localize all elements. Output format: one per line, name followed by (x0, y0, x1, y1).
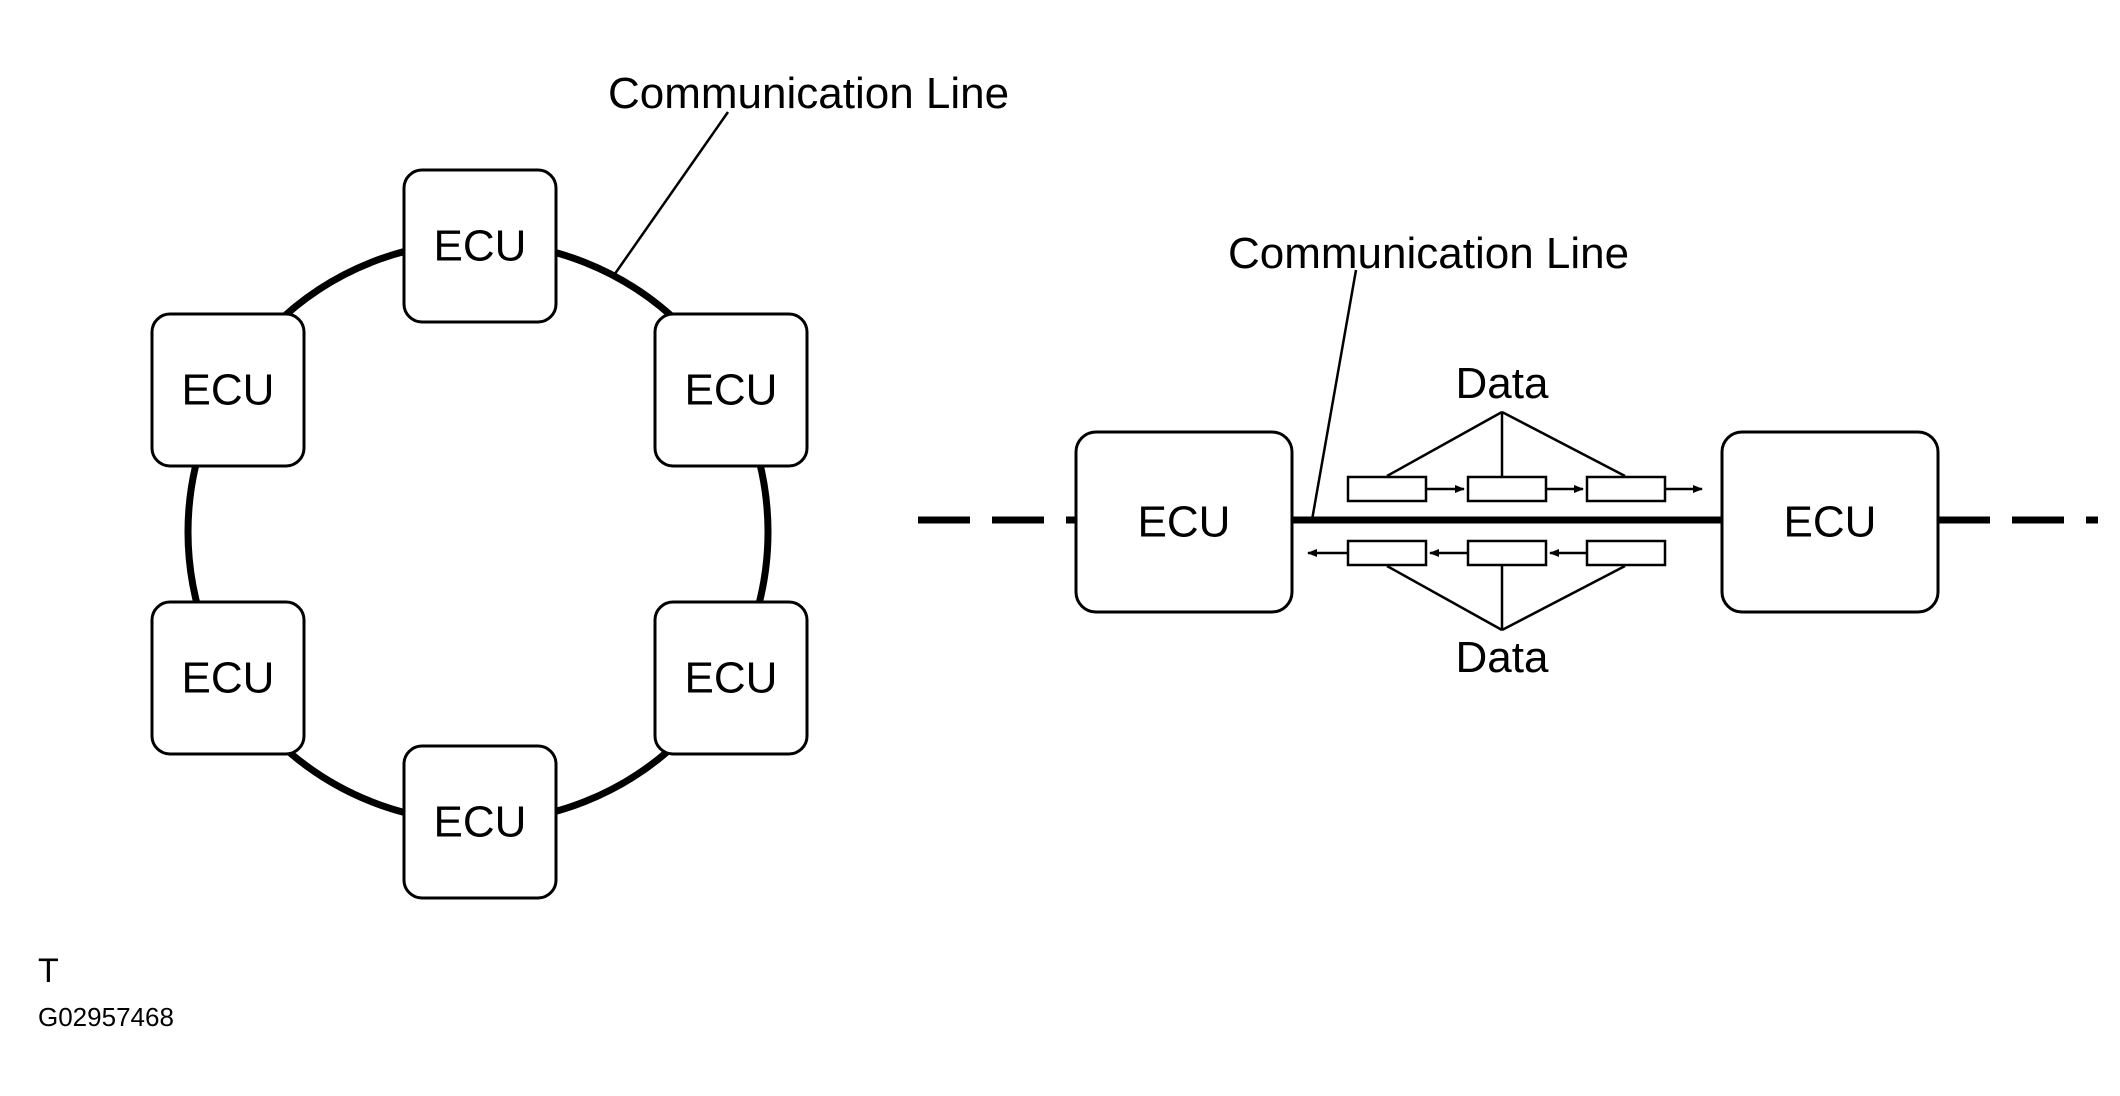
figure-id: G02957468 (38, 1002, 174, 1032)
data-fan-line (1501, 564, 1626, 632)
ecu-label: ECU (182, 366, 275, 415)
ecu-label: ECU (685, 366, 778, 415)
ring-ecu-upper-right: ECU (653, 312, 809, 468)
data-label-top: Data (1456, 359, 1549, 408)
bus-leader-line (1310, 269, 1358, 521)
data-packet (1585, 475, 1667, 503)
bus-ecu-left: ECU (1074, 430, 1294, 614)
data-label-bottom: Data (1456, 633, 1549, 682)
ring-ecu-bottom: ECU (402, 744, 558, 900)
data-packet (1585, 539, 1667, 567)
ring-ecu-upper-left: ECU (150, 312, 306, 468)
ring-ecu-lower-right: ECU (653, 600, 809, 756)
data-fan-line (1501, 410, 1626, 478)
data-packet (1466, 539, 1548, 567)
ring-network: Communication Line ECU ECU ECU ECU ECU E… (150, 69, 1009, 900)
data-fan-line (1386, 410, 1503, 478)
bus-communication-line-label: Communication Line (1228, 229, 1629, 278)
ecu-label: ECU (182, 654, 275, 703)
ring-leader-line (610, 111, 730, 279)
ecu-label: ECU (1784, 498, 1877, 547)
ecu-label: ECU (434, 798, 527, 847)
ecu-label: ECU (434, 222, 527, 271)
data-packet (1346, 539, 1428, 567)
bus-network: Communication Line ECU ECU Data (918, 229, 2098, 682)
ring-communication-line-label: Communication Line (608, 69, 1009, 118)
ecu-label: ECU (1138, 498, 1231, 547)
data-packet (1466, 475, 1548, 503)
data-packet (1346, 475, 1428, 503)
bus-ecu-right: ECU (1720, 430, 1940, 614)
ring-ecu-top: ECU (402, 168, 558, 324)
ecu-label: ECU (685, 654, 778, 703)
footer-mark: T (38, 952, 59, 990)
data-fan-line (1386, 564, 1503, 632)
ring-ecu-lower-left: ECU (150, 600, 306, 756)
